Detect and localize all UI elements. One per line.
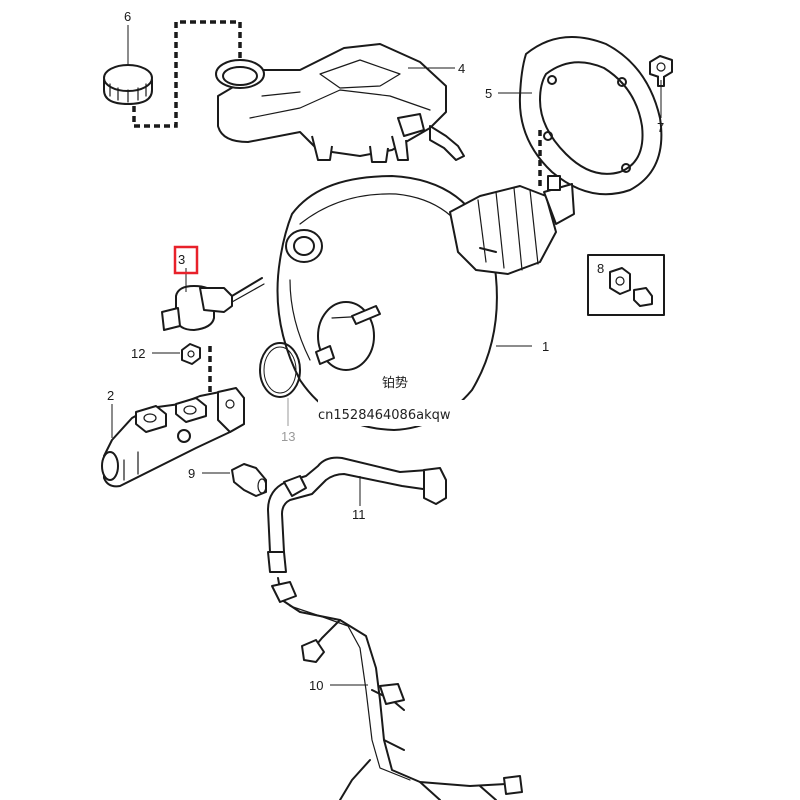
nut-part-12 <box>181 343 201 365</box>
callout-3-highlight <box>173 245 199 275</box>
callout-5: 5 <box>485 86 492 101</box>
wiring-harness-part-10 <box>271 577 523 800</box>
watermark-id: cn1528464086akqw <box>318 408 451 423</box>
callout-8: 8 <box>597 261 604 276</box>
brake-booster-part-1 <box>276 175 575 431</box>
callout-2: 2 <box>107 388 114 403</box>
callout-3: 3 <box>178 252 185 267</box>
callout-1: 1 <box>542 339 549 354</box>
callout-6: 6 <box>124 9 131 24</box>
master-cylinder-part-2 <box>101 387 245 488</box>
callout-11: 11 <box>352 507 366 522</box>
callout-13: 13 <box>281 429 295 444</box>
callout-10: 10 <box>309 678 323 693</box>
callout-7: 7 <box>657 120 664 135</box>
reservoir-cap-part-6 <box>103 64 153 105</box>
fluid-reservoir-part-4 <box>215 43 465 163</box>
vacuum-hose-part-11 <box>267 456 447 573</box>
watermark-backdrop <box>318 400 482 426</box>
pressure-sensor-part-3 <box>161 277 265 331</box>
callout-9: 9 <box>188 466 195 481</box>
callout-4: 4 <box>458 61 465 76</box>
gasket-part-5 <box>518 35 663 196</box>
fastener-kit-part-8 <box>587 254 665 316</box>
o-ring-part-13 <box>259 342 301 398</box>
fitting-part-9 <box>231 463 267 497</box>
assembly-line-cap <box>132 20 242 128</box>
callout-12: 12 <box>131 346 145 361</box>
watermark-name: 铂势 <box>382 375 408 391</box>
